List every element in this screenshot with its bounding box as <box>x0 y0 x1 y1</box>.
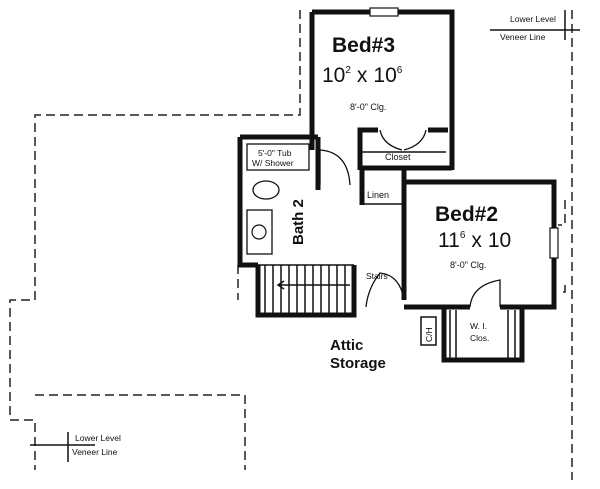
ch-box <box>420 316 437 346</box>
tub-label-2: W/ Shower <box>252 158 294 168</box>
bath-walls <box>237 134 321 268</box>
vanity <box>246 209 273 255</box>
linen-label: Linen <box>367 190 389 200</box>
stairs-walls <box>255 265 357 318</box>
bed2-door <box>469 279 501 308</box>
wic-walls <box>441 307 525 363</box>
veneer-bottom-label: Lower Level <box>75 433 121 443</box>
bath-label: Bath 2 <box>290 199 307 245</box>
lower-level-outline <box>9 10 573 480</box>
closet-doors <box>379 129 427 151</box>
sink <box>251 224 267 240</box>
closet-walls <box>357 127 452 171</box>
wic-shelves <box>449 310 516 358</box>
wic-label: W. I. <box>470 321 487 331</box>
bed2-window <box>549 227 559 259</box>
bed3-window <box>369 7 399 17</box>
bed3-walls <box>309 9 455 170</box>
veneer-bottom-label-2: Veneer Line <box>72 447 118 457</box>
bath-door <box>319 149 351 186</box>
stairs-door <box>365 272 405 308</box>
veneer-top-label-2: Veneer Line <box>500 32 546 42</box>
attic-label-2: Storage <box>330 355 386 372</box>
stairs-label: Stairs <box>366 271 388 281</box>
bed3-name: Bed#3 <box>332 34 395 57</box>
veneer-top-label: Lower Level <box>510 14 556 24</box>
linen-walls <box>359 170 407 300</box>
tub-label: 5'-0" Tub <box>258 148 292 158</box>
bed2-ceiling: 8'-0" Clg. <box>450 260 486 270</box>
closet-label: Closet <box>385 152 411 162</box>
bed2-name: Bed#2 <box>435 203 498 226</box>
stair-arrow <box>276 280 350 290</box>
attic-label: Attic <box>330 337 363 354</box>
ch-label: C/H <box>424 327 434 342</box>
wic-label-2: Clos. <box>470 333 489 343</box>
veneer-line-top-marker <box>490 10 580 40</box>
toilet <box>252 180 280 200</box>
stair-treads <box>258 264 354 313</box>
tub <box>246 143 310 171</box>
bed3-ceiling: 8'-0" Clg. <box>350 102 386 112</box>
veneer-line-bottom-marker <box>30 432 95 462</box>
